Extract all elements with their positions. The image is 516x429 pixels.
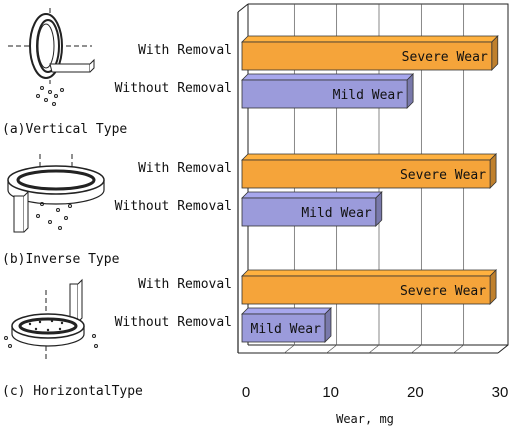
x-axis-label: Wear, mg: [336, 412, 394, 426]
floor-grid-line: [284, 344, 295, 354]
bar-label: Mild Wear: [333, 88, 404, 103]
inverse-type-illustration: [7, 154, 105, 233]
bar-label: Mild Wear: [251, 322, 322, 337]
group-caption: (c) HorizontalType: [2, 384, 143, 399]
floor-grid-line: [453, 344, 464, 354]
floor-grid-line: [326, 344, 337, 354]
x-axis-ticks: 0 10 20 30: [242, 384, 509, 401]
category-label: Without Removal: [115, 81, 232, 96]
bar: [241, 35, 499, 71]
bar: [241, 191, 383, 227]
category-label: Without Removal: [115, 315, 232, 330]
x-tick-label: 0: [242, 384, 250, 401]
bar: [241, 307, 332, 343]
group-caption: (a)Vertical Type: [2, 122, 127, 137]
x-tick-label: 10: [322, 384, 339, 401]
vertical-type-illustration: [8, 8, 95, 106]
x-tick-label: 30: [492, 384, 509, 401]
category-label: With Removal: [138, 277, 232, 292]
bar: [241, 73, 415, 109]
bar-label: Severe Wear: [400, 284, 486, 299]
bar-label: Severe Wear: [400, 168, 486, 183]
bar: [241, 269, 498, 305]
floor-grid-line: [411, 344, 422, 354]
floor-grid-line: [368, 344, 380, 354]
bar: [241, 153, 498, 189]
bar-label: Mild Wear: [301, 206, 372, 221]
x-tick-label: 20: [407, 384, 424, 401]
category-label: With Removal: [138, 43, 232, 58]
horizontal-type-illustration: [4, 278, 98, 362]
category-label: Without Removal: [115, 199, 232, 214]
group-caption: (b)Inverse Type: [2, 252, 120, 267]
bar-label: Severe Wear: [402, 50, 488, 65]
category-label: With Removal: [138, 161, 232, 176]
